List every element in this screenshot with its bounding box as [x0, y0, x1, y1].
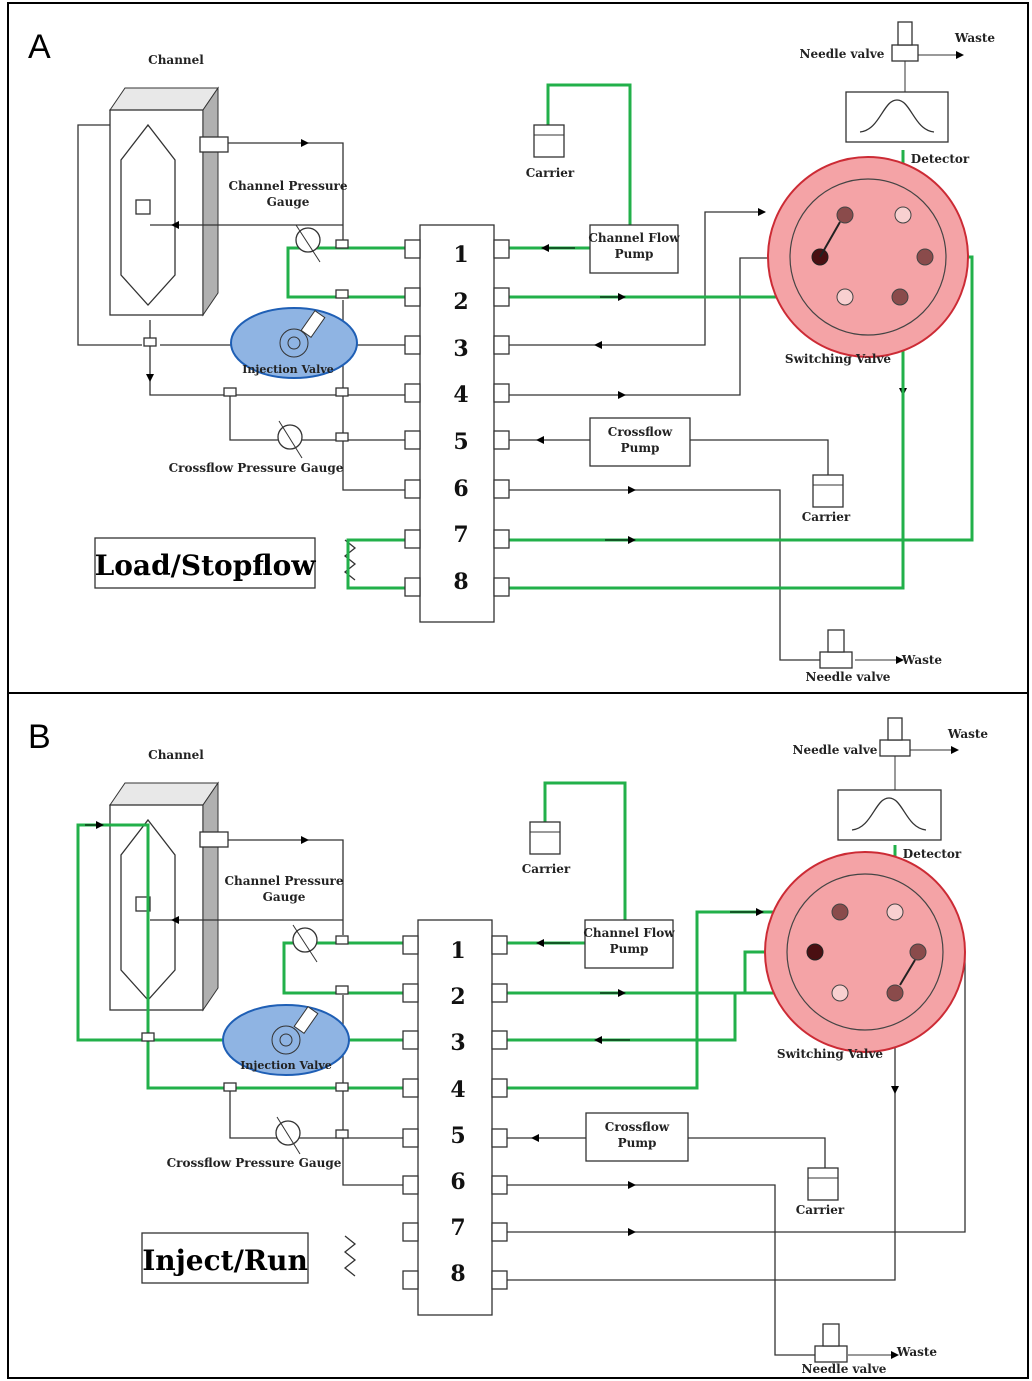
channel-pressure-gauge [295, 224, 321, 263]
crossflow-pump-label-2: Pump [618, 1136, 657, 1150]
channel-pressure-gauge-label-2: Gauge [263, 890, 306, 904]
port-8: 8 [450, 1261, 465, 1287]
channel-pressure-gauge-label: Channel Pressure [224, 874, 343, 888]
detector [837, 789, 942, 841]
crossflow-pump-label: Crossflow [608, 425, 673, 439]
needle-valve-label-bottom: Needle valve [802, 1362, 887, 1376]
crossflow-pump [589, 417, 691, 467]
port-3: 3 [453, 336, 468, 362]
waste-label-bottom: Waste [901, 653, 943, 667]
channel-pressure-gauge-label: Channel Pressure [228, 179, 347, 193]
panel-a: A Channel [28, 21, 996, 684]
carrier-reservoir-bottom [807, 1167, 839, 1201]
injection-valve-label: Injection Valve [240, 1059, 331, 1072]
panel-b: B Channel [28, 717, 989, 1376]
crossflow-pump-label-2: Pump [621, 441, 660, 455]
channel-flow-pump [589, 224, 679, 274]
port-8: 8 [453, 569, 468, 595]
mode-label-box [141, 1232, 309, 1284]
crossflow-pressure-gauge [277, 420, 303, 459]
crossflow-pump-label: Crossflow [605, 1120, 670, 1134]
needle-valve-bottom[interactable] [814, 1323, 848, 1363]
injection-valve-label: Injection Valve [242, 363, 333, 376]
channel [109, 86, 229, 317]
port-1: 1 [450, 938, 465, 964]
switching-valve[interactable] [767, 156, 969, 358]
channel [109, 781, 229, 1012]
channel-label: Channel [148, 748, 204, 762]
waste-label-top: Waste [947, 727, 989, 741]
crossflow-pressure-gauge-label: Crossflow Pressure Gauge [169, 461, 344, 475]
carrier-reservoir-bottom [812, 474, 844, 508]
port-2: 2 [450, 984, 465, 1010]
carrier-label-bottom: Carrier [802, 510, 851, 524]
carrier-label-bottom: Carrier [796, 1203, 845, 1217]
crossflow-pump [585, 1112, 689, 1162]
detector-label: Detector [911, 152, 970, 166]
carrier-label-top: Carrier [526, 166, 575, 180]
channel-flow-pump [584, 919, 674, 969]
port-2: 2 [453, 289, 468, 315]
mode-label: Inject/Run [142, 1244, 308, 1277]
needle-valve-top[interactable] [891, 21, 919, 62]
port-4: 4 [450, 1077, 465, 1103]
channel-flow-pump-label: Channel Flow [588, 231, 680, 245]
port-7: 7 [450, 1215, 465, 1241]
connector-stubs [143, 239, 349, 442]
channel-pressure-gauge-label-2: Gauge [267, 195, 310, 209]
switching-valve-label: Switching Valve [777, 1047, 883, 1061]
port-manifold [404, 224, 510, 623]
port-1: 1 [453, 242, 468, 268]
channel-label: Channel [148, 53, 204, 67]
injection-valve[interactable] [222, 1004, 350, 1076]
injection-valve[interactable] [230, 307, 358, 379]
mode-label-box [94, 537, 316, 589]
carrier-reservoir-top [529, 821, 561, 855]
channel-flow-pump-label-2: Pump [610, 942, 649, 956]
port-manifold [402, 919, 508, 1316]
port-5: 5 [453, 429, 468, 455]
channel-flow-pump-label-2: Pump [615, 247, 654, 261]
port-4: 4 [453, 382, 468, 408]
needle-valve-top[interactable] [879, 717, 911, 757]
needle-valve-label-top: Needle valve [800, 47, 885, 61]
crossflow-pressure-gauge-label: Crossflow Pressure Gauge [167, 1156, 342, 1170]
carrier-label-top: Carrier [522, 862, 571, 876]
crossflow-pressure-gauge [275, 1116, 301, 1155]
needle-valve-bottom[interactable] [819, 629, 853, 669]
waste-label-top: Waste [954, 31, 996, 45]
port-6: 6 [450, 1169, 465, 1195]
detector-label: Detector [903, 847, 962, 861]
waste-label-bottom: Waste [896, 1345, 938, 1359]
port-5: 5 [450, 1123, 465, 1149]
figure-frame [7, 2, 1029, 1379]
carrier-reservoir-top [533, 124, 565, 158]
channel-flow-pump-label: Channel Flow [583, 926, 675, 940]
switching-valve-label: Switching Valve [785, 352, 891, 366]
switching-valve[interactable] [764, 851, 966, 1053]
port-7: 7 [453, 522, 468, 548]
detector [845, 91, 949, 143]
mode-label: Load/Stopflow [95, 549, 317, 582]
needle-valve-label-bottom: Needle valve [806, 670, 891, 684]
panel-letter: A [28, 28, 51, 66]
port-6: 6 [453, 476, 468, 502]
panel-letter: B [28, 718, 51, 756]
needle-valve-label-top: Needle valve [793, 743, 878, 757]
port-3: 3 [450, 1030, 465, 1056]
channel-pressure-gauge [292, 924, 318, 963]
connector-stubs [141, 935, 349, 1139]
